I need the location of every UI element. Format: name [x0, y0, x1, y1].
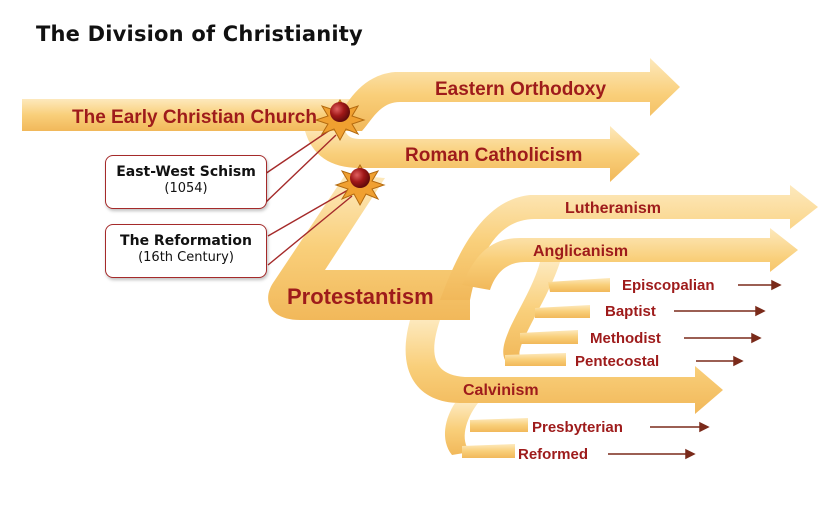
label-baptist: Baptist — [605, 303, 656, 320]
calvinism-sub-trunk — [444, 403, 478, 455]
presbyterian-arrowhead — [699, 421, 710, 433]
episcopalian-arrowhead — [771, 279, 782, 291]
label-pentecostal: Pentecostal — [575, 353, 659, 370]
baptist-branch — [535, 305, 590, 318]
label-protestantism: Protestantism — [287, 284, 434, 309]
reformation-connector — [267, 189, 349, 237]
baptist-arrowhead — [755, 305, 766, 317]
episcopalian-branch — [548, 278, 610, 292]
protestantism-band — [268, 175, 470, 320]
methodist-branch — [520, 330, 578, 344]
eastern-orthodoxy-arrow — [330, 58, 680, 131]
early-church-band — [22, 99, 350, 131]
presbyterian-branch — [470, 418, 528, 432]
schism-connector — [261, 129, 331, 177]
page-title: The Division of Christianity — [36, 22, 363, 46]
reformation-marker-icon — [350, 168, 370, 188]
schism-callout: East-West Schism (1054) — [105, 155, 267, 209]
pentecostal-arrowhead — [733, 355, 744, 367]
anglicanism-arrow — [462, 228, 798, 290]
schism-connector-lower — [264, 134, 337, 204]
schism-label: East-West Schism — [116, 164, 256, 180]
methodist-arrowhead — [751, 332, 762, 344]
label-calvinism: Calvinism — [463, 382, 539, 399]
label-lutheranism: Lutheranism — [565, 200, 661, 217]
label-early-church: The Early Christian Church — [72, 107, 317, 128]
anglican-sub-trunk — [503, 262, 560, 360]
label-presbyterian: Presbyterian — [532, 419, 623, 436]
label-episcopalian: Episcopalian — [622, 277, 715, 294]
label-methodist: Methodist — [590, 330, 661, 347]
reformed-arrowhead — [685, 448, 696, 460]
schism-date: (1054) — [164, 181, 208, 196]
label-anglicanism: Anglicanism — [533, 243, 628, 260]
reformation-date: (16th Century) — [138, 250, 234, 265]
pentecostal-branch — [505, 353, 566, 366]
label-roman-catholicism: Roman Catholicism — [405, 145, 582, 166]
schism-marker-icon — [330, 102, 350, 122]
roman-catholicism-arrow — [305, 126, 640, 182]
reformation-connector-lower — [267, 195, 353, 266]
lutheranism-arrow — [440, 185, 818, 300]
label-eastern-orthodoxy: Eastern Orthodoxy — [435, 79, 606, 100]
reformation-callout: The Reformation (16th Century) — [105, 224, 267, 278]
label-reformed: Reformed — [518, 446, 588, 463]
reformation-label: The Reformation — [120, 233, 252, 249]
reformed-branch — [462, 444, 515, 458]
calvinism-arrow — [405, 320, 723, 414]
